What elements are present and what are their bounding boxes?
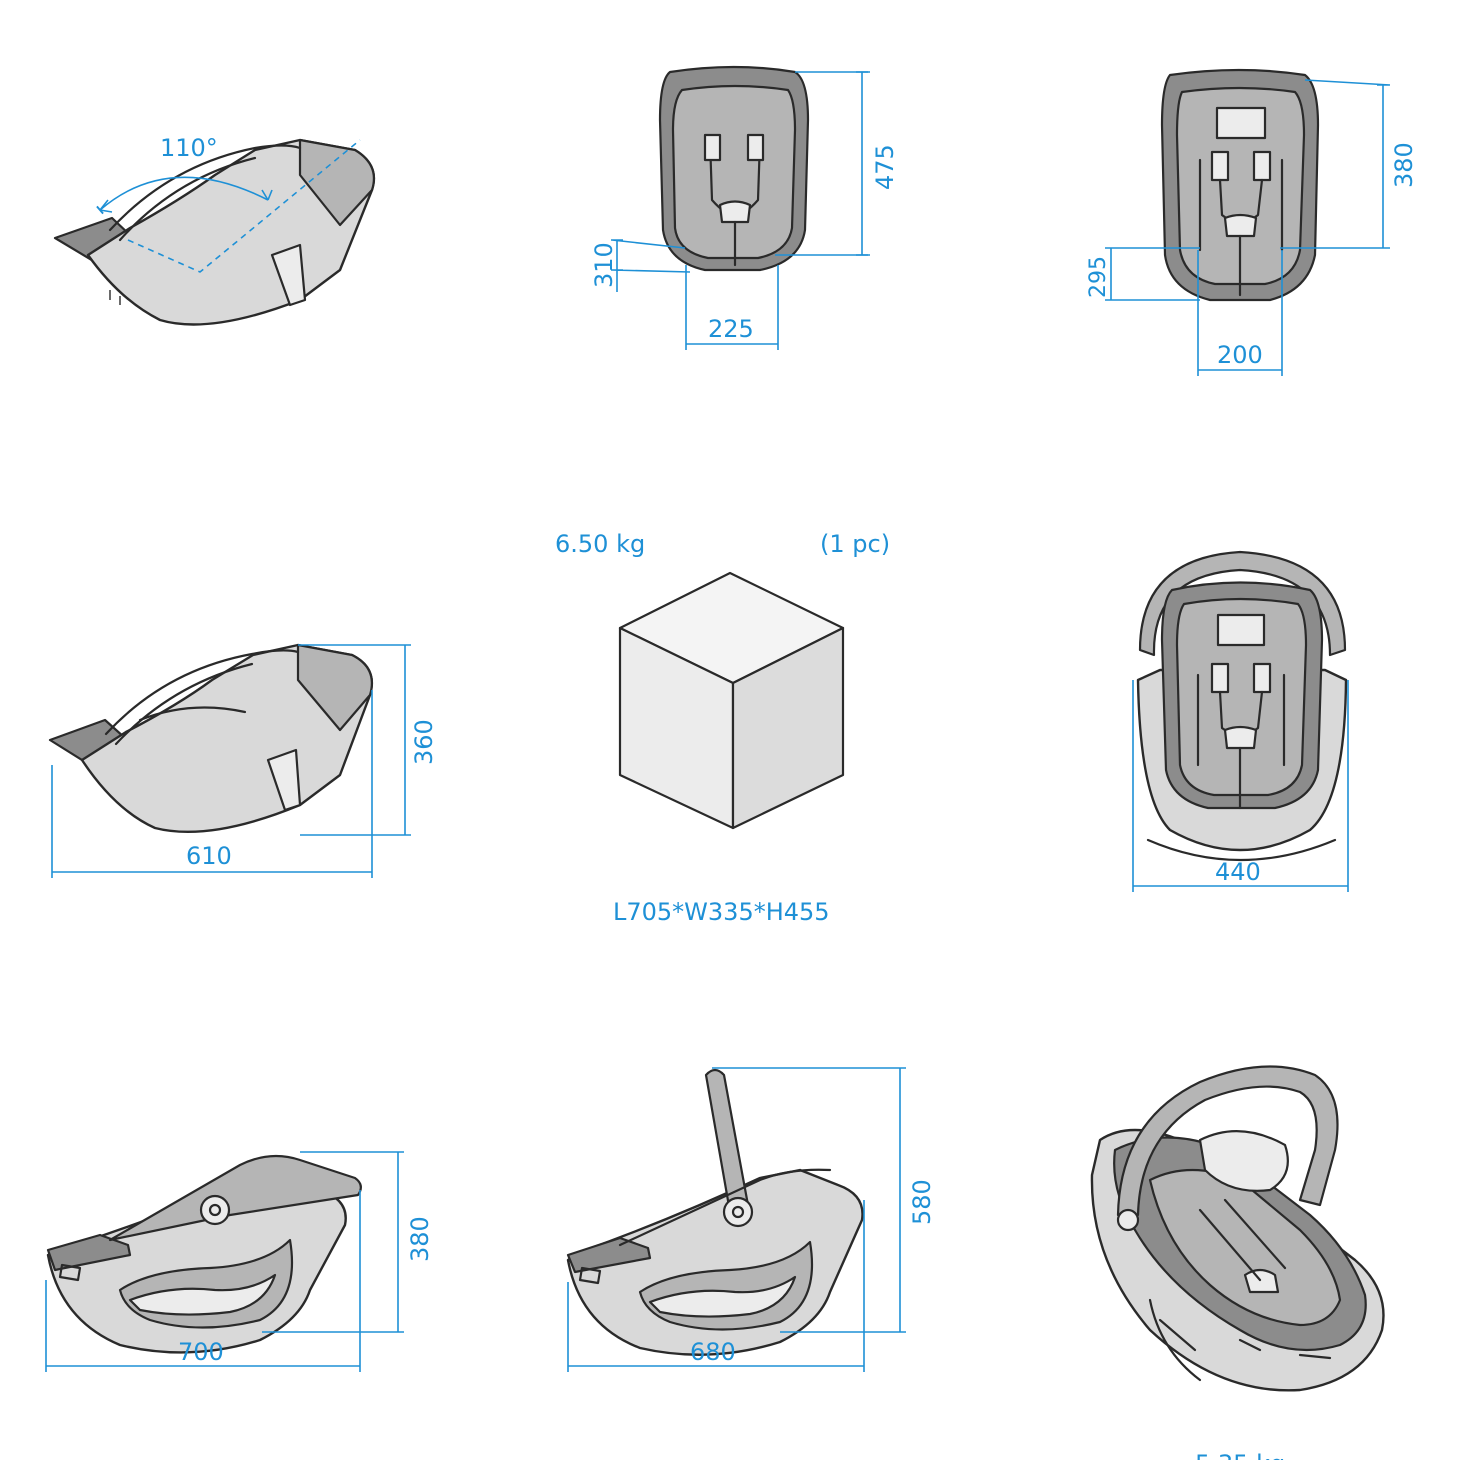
front-inner-view: 380 295 200 [1086, 68, 1418, 376]
product-weight-partial-label: 5.35 kg [1195, 1450, 1285, 1460]
package-info: 6.50 kg (1 pc) L705*W335*H455 [555, 530, 890, 926]
recline-side-view: 110° [53, 134, 376, 326]
side-handle-up-view: 580 680 [566, 1067, 936, 1372]
package-weight-label: 6.50 kg [555, 530, 645, 558]
front-inner-belt-label: 295 [1086, 256, 1111, 298]
side-top-view: 360 610 [48, 643, 438, 878]
side-handle-up-length-label: 680 [690, 1338, 736, 1366]
side-handle-back-view: 380 700 [45, 1151, 434, 1372]
side-top-height-label: 360 [410, 719, 438, 765]
front-inner-width-label: 200 [1217, 341, 1263, 369]
front-outer-view: 475 310 225 [590, 65, 899, 350]
front-inner-height-label: 380 [1390, 142, 1418, 188]
side-handle-back-height-label: 380 [406, 1216, 434, 1262]
front-handle-width-label: 440 [1215, 858, 1261, 886]
perspective-view: 5.35 kg [1090, 1065, 1385, 1460]
side-handle-back-length-label: 700 [178, 1338, 224, 1366]
package-box-right [731, 626, 845, 830]
front-outer-width-label: 225 [708, 315, 754, 343]
front-outer-belt-label: 310 [590, 242, 618, 288]
front-outer-height-label: 475 [871, 144, 899, 190]
package-quantity-label: (1 pc) [820, 530, 890, 558]
side-top-length-label: 610 [186, 842, 232, 870]
front-handle-view: 440 [1132, 550, 1349, 892]
side-handle-up-height-label: 580 [908, 1179, 936, 1225]
package-dimensions-label: L705*W335*H455 [613, 898, 830, 926]
recline-angle-label: 110° [160, 134, 218, 162]
